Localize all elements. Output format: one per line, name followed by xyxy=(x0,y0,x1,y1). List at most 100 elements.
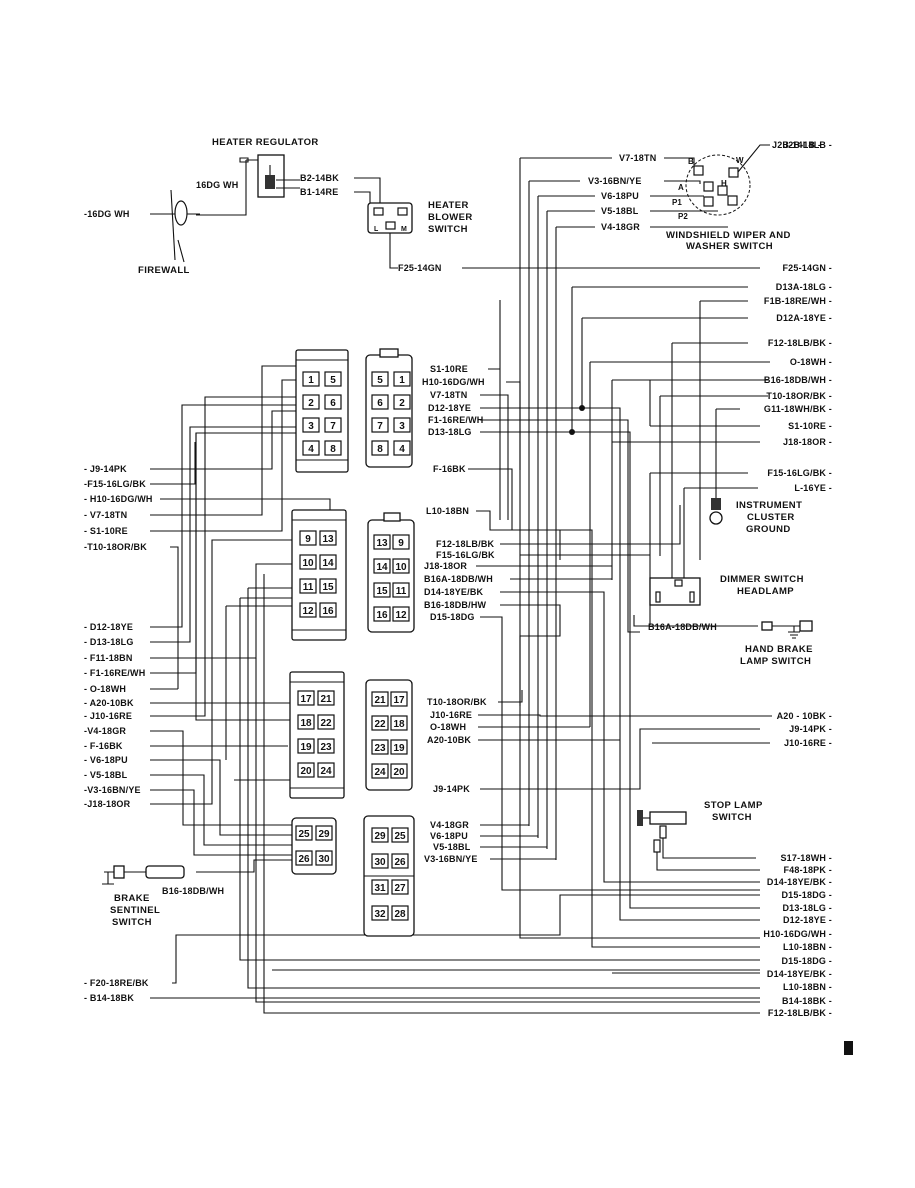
right-label-6: O-18WH - xyxy=(790,357,832,367)
c8-pin-box-25 xyxy=(391,827,409,843)
ground-title-1: INSTRUMENT xyxy=(736,500,802,511)
center-label-11: F-16BK xyxy=(433,464,466,474)
center-label-29: V3-16BN/YE xyxy=(424,854,478,864)
c4-pin-box-12 xyxy=(392,606,410,622)
left-label-20: - B14-18BK xyxy=(84,993,134,1003)
c5-pin-17: 17 xyxy=(300,694,312,705)
c3-pin-16: 16 xyxy=(322,606,334,617)
wiper-title-1: WINDSHIELD WIPER AND xyxy=(666,230,791,241)
left-label-17: -V3-16BN/YE xyxy=(84,785,141,795)
blower-title-1: HEATER xyxy=(428,200,469,211)
center-label-26: V4-18GR xyxy=(430,820,469,830)
right-label-21: D13-18LG - xyxy=(782,903,832,913)
c4-pin-14: 14 xyxy=(376,562,388,573)
wire-16dg-wh-left: -16DG WH xyxy=(84,209,130,219)
ground-title-3: GROUND xyxy=(746,524,791,535)
c3-pin-10: 10 xyxy=(302,558,314,569)
dimmer-title-2: HEADLAMP xyxy=(737,586,794,597)
right-label-16: J10-16RE - xyxy=(784,738,832,748)
center-label-27: V6-18PU xyxy=(430,831,468,841)
c8-pin-box-30 xyxy=(371,853,389,869)
right-label-7: B16-18DB/WH - xyxy=(764,375,832,385)
c3-pin-9: 9 xyxy=(305,534,311,545)
left-label-11: - A20-10BK xyxy=(84,698,134,708)
wiper-pin-p1: P1 xyxy=(672,198,682,207)
c3-pin-box-13 xyxy=(319,530,337,546)
brake-sentinel-switch: BRAKE SENTINEL SWITCH xyxy=(102,859,300,928)
left-label-16: - V5-18BL xyxy=(84,770,128,780)
c6-pin-19: 19 xyxy=(393,743,405,754)
wire-f25-14gn: F25-14GN xyxy=(398,263,442,273)
center-label-14: F15-16LG/BK xyxy=(436,550,495,560)
center-label-21: T10-18OR/BK xyxy=(427,697,487,707)
c8-pin-28: 28 xyxy=(394,909,406,920)
wiper-pin-b: B xyxy=(688,157,694,166)
c6-pin-17: 17 xyxy=(393,695,405,706)
wiper-title-2: WASHER SWITCH xyxy=(686,241,773,252)
c6-pin-22: 22 xyxy=(374,719,386,730)
c5-pin-18: 18 xyxy=(300,718,312,729)
c1-pin-box-7 xyxy=(324,417,342,433)
left-label-7: - D13-18LG xyxy=(84,637,134,647)
right-label-1: F25-14GN - xyxy=(782,263,832,273)
right-label-19: D14-18YE/BK - xyxy=(767,877,832,887)
center-label-0: V7-18TN xyxy=(619,153,656,163)
c2-pin-4: 4 xyxy=(399,444,405,455)
center-label-13: F12-18LB/BK xyxy=(436,539,495,549)
c6-pin-box-22 xyxy=(371,715,389,731)
right-label-26: D14-18YE/BK - xyxy=(767,969,832,979)
right-label-15: J9-14PK - xyxy=(789,724,832,734)
c4-pin-10: 10 xyxy=(395,562,407,573)
c5-pin-box-20 xyxy=(297,762,315,778)
wire-b1-14re: B1-14RE xyxy=(300,187,338,197)
c1-pin-8: 8 xyxy=(330,444,336,455)
c6-pin-box-17 xyxy=(390,691,408,707)
c2-pin-box-2 xyxy=(393,394,411,410)
right-label-17: S17-18WH - xyxy=(780,853,832,863)
c8-pin-box-26 xyxy=(391,853,409,869)
c4-pin-12: 12 xyxy=(395,610,407,621)
c8-pin-32: 32 xyxy=(374,909,386,920)
blower-title-3: SWITCH xyxy=(428,224,468,235)
right-label-10: S1-10RE - xyxy=(788,421,832,431)
c1-pin-box-8 xyxy=(324,440,342,456)
c4-pin-11: 11 xyxy=(396,586,407,597)
left-label-18: -J18-18OR xyxy=(84,799,131,809)
instrument-cluster-ground: INSTRUMENT CLUSTER GROUND xyxy=(709,498,802,535)
c6-pin-20: 20 xyxy=(393,767,405,778)
dimmer-title-1: DIMMER SWITCH xyxy=(720,574,804,585)
c2-pin-6: 6 xyxy=(377,398,383,409)
c6-pin-box-23 xyxy=(371,739,389,755)
c5-pin-box-17 xyxy=(297,690,315,706)
right-label-5: F12-18LB/BK - xyxy=(768,338,832,348)
dimmer-switch: DIMMER SWITCH HEADLAMP xyxy=(649,574,804,606)
c7-pin-box-25 xyxy=(295,825,313,841)
c8-pin-25: 25 xyxy=(394,831,406,842)
right-label-14: A20 - 10BK - xyxy=(777,711,832,721)
c3-pin-box-11 xyxy=(299,578,317,594)
c3-pin-box-10 xyxy=(299,554,317,570)
wiper-pin-p2: P2 xyxy=(678,212,688,221)
c6-pin-24: 24 xyxy=(374,767,386,778)
c2-pin-box-7 xyxy=(371,417,389,433)
c5-pin-19: 19 xyxy=(300,742,312,753)
left-label-8: - F11-18BN xyxy=(84,653,133,663)
c1-pin-3: 3 xyxy=(308,421,314,432)
wiper-pin-w: W xyxy=(736,156,744,165)
right-label-27: L10-18BN - xyxy=(783,982,832,992)
c8-pin-30: 30 xyxy=(374,857,386,868)
c1-pin-box-1 xyxy=(302,371,320,387)
center-label-9: F1-16RE/WH xyxy=(428,415,484,425)
heater-blower-switch: L M HEATER BLOWER SWITCH xyxy=(367,200,472,235)
c5-pin-box-24 xyxy=(317,762,335,778)
center-label-12: L10-18BN xyxy=(426,506,469,516)
stop-lamp-title-2: SWITCH xyxy=(712,812,752,823)
c4-pin-16: 16 xyxy=(376,610,388,621)
center-label-15: J18-18OR xyxy=(424,561,467,571)
c4-pin-box-15 xyxy=(373,582,391,598)
left-label-10: - O-18WH xyxy=(84,684,126,694)
left-label-4: - S1-10RE xyxy=(84,526,128,536)
